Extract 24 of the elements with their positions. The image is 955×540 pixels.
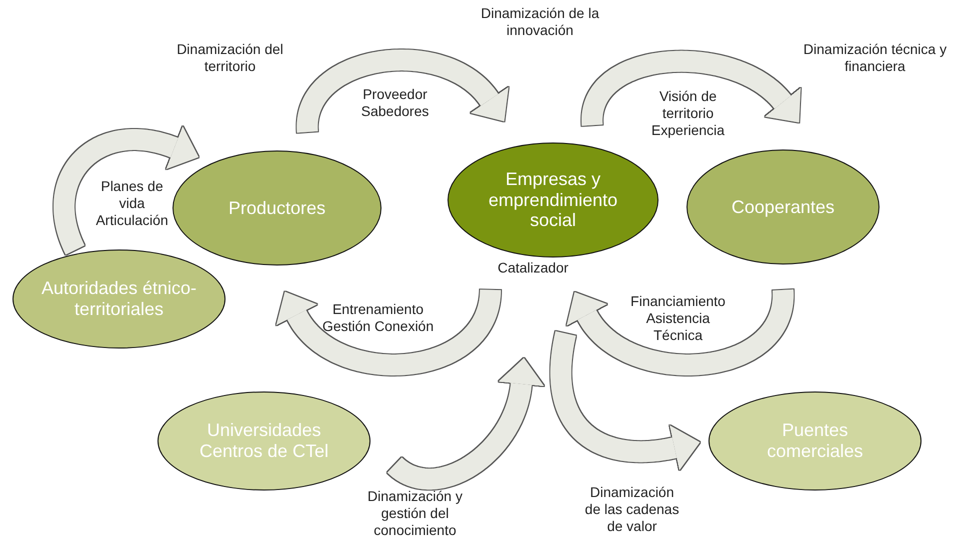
ellipse-node: [12, 249, 226, 349]
edge-label: Dinamización y gestión del conocimiento: [366, 488, 464, 538]
node-label: Autoridades étnico-territoriales: [40, 278, 198, 320]
node-label: Productores: [227, 198, 327, 218]
flow-caption: Dinamización del territorio: [176, 41, 284, 75]
ellipse-node: [157, 391, 371, 491]
curved-block-arrow: [385, 358, 544, 490]
ellipse-node: [447, 142, 659, 258]
node-label: Universidades Centros de CTel: [198, 420, 330, 462]
edge-label: Dinamización de las cadenas de valor: [584, 484, 680, 534]
node-caption: Catalizador: [498, 260, 568, 276]
edge-label: Visión de territorio Experiencia: [650, 88, 726, 138]
edge-label: Planes de vida Articulación: [94, 178, 170, 228]
node-label: Puentes comerciales: [766, 420, 864, 462]
edge-label: Proveedor Sabedores: [360, 86, 430, 120]
ellipse-node: [686, 149, 880, 265]
edge-label: Financiamiento Asistencia Técnica: [630, 292, 726, 344]
ellipse-node: [172, 150, 382, 266]
flow-caption: Dinamización técnica y financiera: [802, 41, 948, 75]
flow-caption: Dinamización de la innovación: [480, 5, 600, 39]
node-label: Cooperantes: [730, 196, 836, 218]
node-label: Empresas y emprendimiento social: [487, 168, 619, 232]
edge-label: Entrenamiento Gestión Conexión: [322, 301, 434, 335]
ellipse-node: [708, 391, 922, 491]
